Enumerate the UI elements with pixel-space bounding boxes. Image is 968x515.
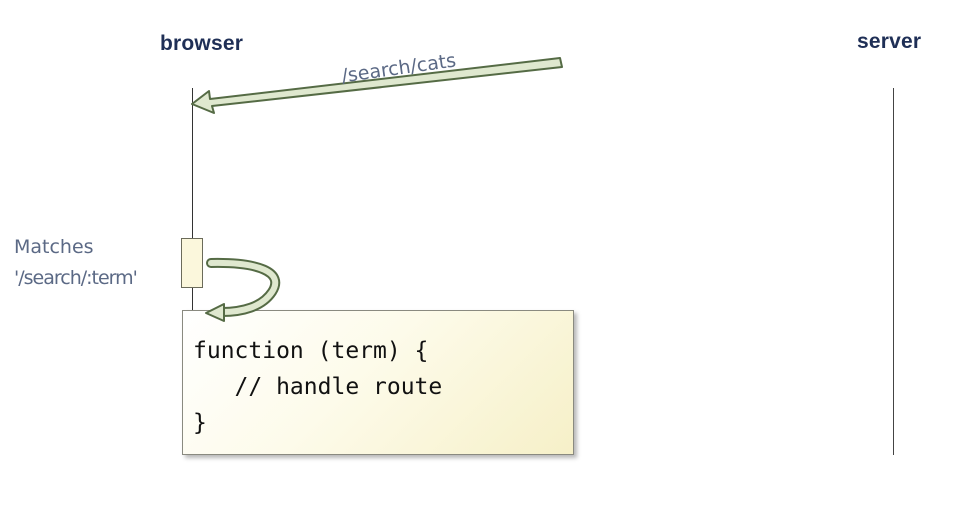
route-match-note-line2: '/search/:term' <box>14 267 138 289</box>
browser-lane-title: browser <box>160 32 244 55</box>
code-line-1: function (term) { <box>193 338 429 364</box>
server-lifeline <box>893 88 894 455</box>
code-line-3: } <box>193 410 207 436</box>
browser-lifeline <box>192 88 193 313</box>
code-line-2: // handle route <box>193 374 443 400</box>
route-match-note-line1: Matches <box>14 236 94 258</box>
request-arrow <box>191 57 563 114</box>
browser-activation-box <box>181 238 203 288</box>
route-match-note: Matches '/search/:term' <box>14 232 138 294</box>
self-call-arrow <box>205 257 281 322</box>
server-lane-title: server <box>857 30 922 53</box>
route-handler-code-box: function (term) { // handle route } <box>182 310 574 455</box>
